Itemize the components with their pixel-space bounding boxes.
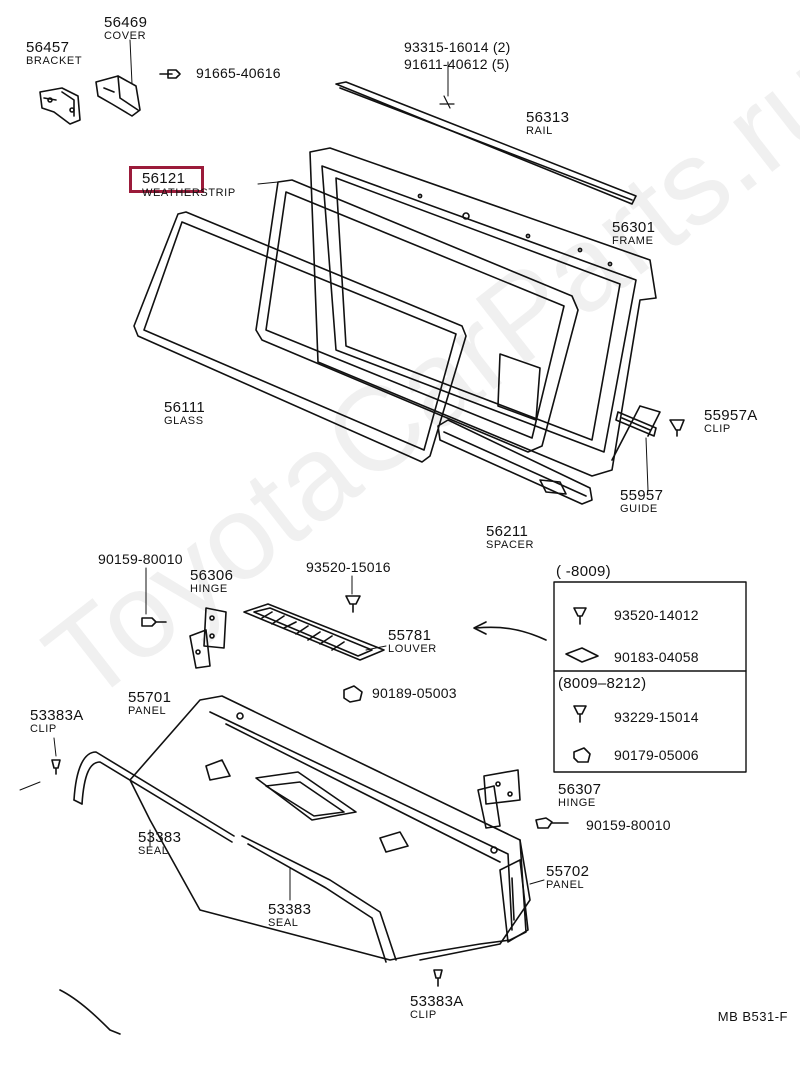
highlight-box [129, 166, 204, 193]
legend-range-label: (8009–8212) [558, 675, 647, 692]
part-number-label: 91611-40612 (5) [404, 56, 510, 72]
legend-item-label: 93520-14012 [614, 607, 699, 623]
part-number-label: 93520-15016 [306, 559, 391, 575]
part-name-label: CLIP [410, 1009, 437, 1021]
panel-part [499, 859, 545, 943]
part-name-label: SEAL [268, 917, 299, 929]
part-name-label: HINGE [190, 583, 228, 595]
clip-part [433, 969, 443, 987]
part-name-label: LOUVER [388, 643, 437, 655]
part-number-label: 90159-80010 [98, 551, 183, 567]
clip-part [51, 737, 61, 775]
rail-part [335, 61, 637, 205]
part-number-label: 53383 [268, 901, 312, 918]
glass-part [133, 211, 467, 463]
legend-item-label: 90183-04058 [614, 649, 699, 665]
part-name-label: SPACER [486, 539, 535, 551]
part-number-label: 56306 [190, 567, 234, 584]
bracket-part [39, 87, 81, 125]
hinge-part [189, 607, 227, 669]
part-number-label: 56457 [26, 39, 70, 56]
screw-part [535, 817, 569, 829]
diagram-code: MB B531-F [717, 1009, 788, 1024]
cover-part [95, 39, 141, 117]
part-number-label: 56211 [486, 523, 529, 540]
nut-part [343, 685, 363, 703]
legend-item-label: 90179-05006 [614, 747, 699, 763]
seal-part [73, 751, 235, 847]
legend-item-label: 93229-15014 [614, 709, 699, 725]
guide-part [615, 411, 657, 491]
part-name-label: HINGE [558, 797, 596, 809]
frame-part [309, 147, 661, 477]
part-name-label: RAIL [526, 125, 553, 137]
part-name-label: CLIP [704, 423, 731, 435]
part-name-label: CLIP [30, 723, 57, 735]
hinge-part [477, 769, 521, 829]
part-number-label: 56469 [104, 14, 148, 31]
part-name-label: PANEL [128, 705, 167, 717]
part-name-label: PANEL [546, 879, 585, 891]
louver-part [243, 603, 387, 661]
part-name-label: FRAME [612, 235, 654, 247]
part-number-label: 90159-80010 [586, 817, 671, 833]
part-number-label: 53383A [410, 993, 464, 1010]
part-name-label: GLASS [164, 415, 204, 427]
part-number-label: 56307 [558, 781, 602, 798]
spacer-part [437, 419, 593, 505]
part-number-label: 55701 [128, 689, 172, 706]
part-number-label: 55702 [546, 863, 590, 880]
screw-part [159, 69, 181, 79]
legend-arrow [473, 621, 547, 641]
part-number-label: 55957A [704, 407, 758, 424]
part-number-label: 53383 [138, 829, 182, 846]
body-outline [19, 781, 121, 1035]
panel-part [129, 695, 531, 961]
part-number-label: 56301 [612, 219, 656, 236]
clip-part [669, 419, 685, 437]
part-name-label: COVER [104, 30, 147, 42]
part-name-label: SEAL [138, 845, 169, 857]
weatherstrip-part [255, 179, 579, 453]
part-number-label: 56121 [142, 170, 186, 187]
legend-box [553, 581, 747, 773]
part-number-label: 91665-40616 [196, 65, 281, 81]
part-number-label: 53383A [30, 707, 84, 724]
legend-range-label: ( -8009) [556, 563, 611, 580]
part-number-label: 56111 [164, 399, 205, 416]
part-name-label: WEATHERSTRIP [142, 187, 236, 199]
part-number-label: 55957 [620, 487, 664, 504]
part-number-label: 90189-05003 [372, 685, 457, 701]
screw-part [141, 567, 167, 627]
part-number-label: 56313 [526, 109, 570, 126]
part-number-label: 93315-16014 (2) [404, 39, 511, 55]
part-number-label: 55781 [388, 627, 432, 644]
part-name-label: GUIDE [620, 503, 658, 515]
seal-part [241, 835, 397, 963]
screw-part [345, 575, 361, 613]
part-name-label: BRACKET [26, 55, 83, 67]
